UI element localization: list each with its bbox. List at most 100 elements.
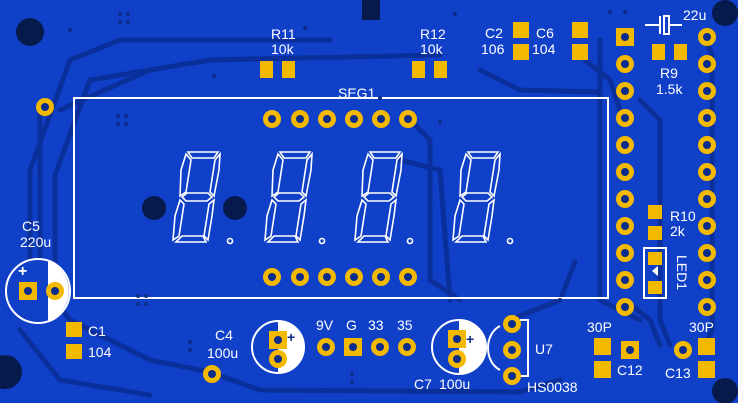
seg1-pin-bottom-1	[263, 268, 281, 286]
led1-outline	[643, 247, 667, 299]
c1-pad-1	[66, 322, 82, 337]
u7-pin-3	[503, 367, 521, 385]
c6-pad-2	[572, 44, 588, 60]
header-right-pin-6	[698, 163, 716, 181]
r12-ref: R12	[420, 26, 446, 42]
u7-pin-1	[503, 315, 521, 333]
header-right-pin-5	[698, 136, 716, 154]
seg1-pin-top-5	[372, 110, 390, 128]
c7-pad-minus	[448, 350, 466, 368]
power-header-pin-g	[344, 338, 362, 356]
header-right-pin-11	[698, 298, 716, 316]
display-hole-right	[223, 196, 247, 220]
seg1-pin-bottom-4	[345, 268, 363, 286]
cap-22u-value: 22u	[683, 7, 707, 23]
vias	[68, 10, 627, 384]
power-header-pin-33	[371, 338, 389, 356]
c13-value: 30P	[689, 319, 714, 335]
c4-pad-plus	[269, 331, 287, 349]
c5-value: 220u	[20, 234, 52, 250]
r12-value: 10k	[420, 41, 443, 57]
digit-4	[452, 151, 501, 243]
seg1-pin-bottom-5	[372, 268, 390, 286]
header-left-pin-1	[616, 28, 634, 46]
seg1-pin-top-6	[399, 110, 417, 128]
header-label-9v: 9V	[316, 317, 334, 333]
seg1-ref: SEG1	[338, 85, 376, 101]
u7-part: HS0038	[527, 379, 578, 395]
r11-pad-1	[260, 61, 273, 78]
header-right-pin-10	[698, 271, 716, 289]
c6-ref: C6	[536, 25, 554, 41]
mounting-hole-top-left	[16, 18, 44, 46]
c7-plus: +	[466, 331, 475, 347]
c13-pad-1	[698, 338, 715, 355]
r11-value: 10k	[271, 41, 294, 57]
r11-ref: R11	[271, 26, 296, 42]
seg1-pin-top-1	[263, 110, 281, 128]
c5-pad-minus	[46, 282, 64, 300]
header-label-g: G	[346, 317, 357, 333]
c2-ref: C2	[485, 25, 503, 41]
r9-pad-2	[674, 44, 687, 60]
c6-pad-1	[572, 22, 588, 38]
u7-outline	[520, 319, 529, 377]
led1-ref: LED1	[674, 255, 690, 291]
header-label-35: 35	[397, 317, 413, 333]
c4-ref: C4	[215, 327, 233, 343]
c12-pad-2	[594, 361, 611, 378]
c12-value: 30P	[587, 319, 612, 335]
c2-value: 106	[481, 41, 505, 57]
header-left-pin-6	[616, 163, 634, 181]
seven-segment-digits	[172, 151, 514, 245]
r9-value: 1.5k	[656, 81, 683, 97]
c1-ref: C1	[88, 323, 106, 339]
cap-22u-symbol	[645, 15, 682, 35]
header-left-pin-3	[616, 82, 634, 100]
header-left-pin-9	[616, 244, 634, 262]
c12-pad-1	[594, 338, 611, 355]
digit-2	[264, 151, 313, 243]
power-header-pin-9v	[317, 338, 335, 356]
header-right-pin-8	[698, 217, 716, 235]
c4-plus: +	[287, 329, 296, 345]
header-right-pin-9	[698, 244, 716, 262]
seg1-pin-top-2	[291, 110, 309, 128]
crystal-pin-1	[621, 341, 639, 359]
c5-outline	[5, 258, 71, 324]
seg1-pin-bottom-3	[318, 268, 336, 286]
seg1-pin-top-4	[345, 110, 363, 128]
digit-3	[354, 151, 403, 243]
header-right-pin-4	[698, 109, 716, 127]
header-label-33: 33	[368, 317, 384, 333]
mounting-hole-bottom-right	[712, 378, 738, 403]
r10-ref: R10	[670, 208, 696, 224]
seg1-pin-bottom-2	[291, 268, 309, 286]
header-left-pin-2	[616, 55, 634, 73]
c7-ref: C7	[414, 376, 432, 392]
mounting-hole-top-right	[712, 0, 738, 26]
r9-ref: R9	[660, 65, 678, 81]
c5-plus: +	[18, 263, 28, 280]
mounting-hole-bottom-left	[0, 355, 22, 389]
r12-pad-1	[412, 61, 425, 78]
c4-pad-minus	[269, 350, 287, 368]
header-left-pin-7	[616, 190, 634, 208]
header-left-pin-5	[616, 136, 634, 154]
header-right-pin-1	[698, 28, 716, 46]
digit-1	[172, 151, 221, 243]
header-right-pin-3	[698, 82, 716, 100]
c1-pad-2	[66, 344, 82, 359]
power-header-pin-35	[398, 338, 416, 356]
r9-pad-1	[652, 44, 665, 60]
c7-pad-plus	[448, 330, 466, 348]
header-right-pin-2	[698, 55, 716, 73]
header-left-pin-11	[616, 298, 634, 316]
c13-pad-2	[698, 361, 715, 378]
c6-value: 104	[532, 41, 556, 57]
left-via-pad	[36, 98, 54, 116]
bottom-left-via-pad	[203, 365, 221, 383]
r10-pad-2	[648, 226, 662, 240]
c5-ref: C5	[22, 218, 40, 234]
